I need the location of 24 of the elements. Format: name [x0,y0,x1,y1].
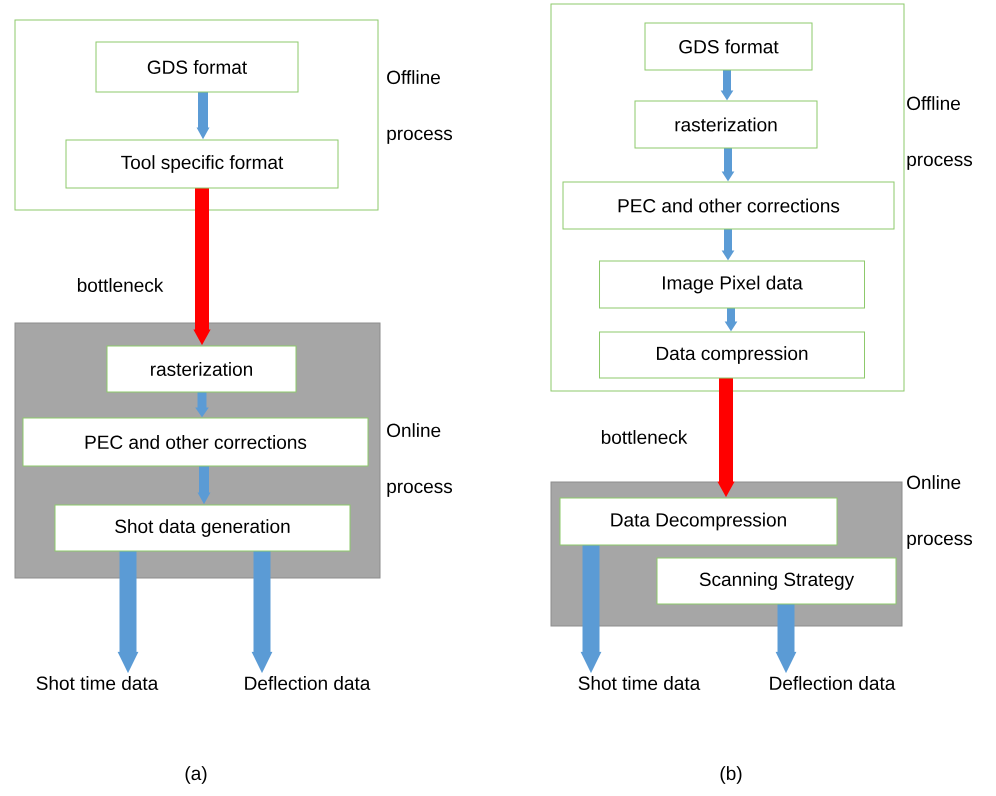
output-label: Deflection data [770,676,896,690]
process-box: rasterization [106,346,296,392]
process-box: PEC and other corrections [562,182,894,230]
process-box: GDS format [96,42,298,92]
area-label: Offline process [387,70,452,144]
panel-caption: (b) [720,766,742,784]
process-box: rasterization [634,100,818,148]
panel-caption: (a) [186,766,206,784]
process-box: PEC and other corrections [22,418,368,466]
output-label: Shot time data [578,676,700,690]
process-box: GDS format [644,22,812,70]
process-box: Image Pixel data [599,260,865,308]
area-label: Offline process [907,96,972,170]
area-label: Online process [907,475,972,549]
edge-label: bottleneck [78,278,164,292]
process-box: Data Decompression [560,498,838,546]
process-box: Tool specific format [66,140,338,188]
output-label: Shot time data [36,676,158,690]
process-box: Data compression [599,332,865,378]
edge-label: bottleneck [602,430,688,444]
process-box: Shot data generation [54,504,350,552]
area-label: Online process [387,423,452,497]
output-label: Deflection data [245,676,370,690]
process-box: Scanning Strategy [656,558,896,604]
